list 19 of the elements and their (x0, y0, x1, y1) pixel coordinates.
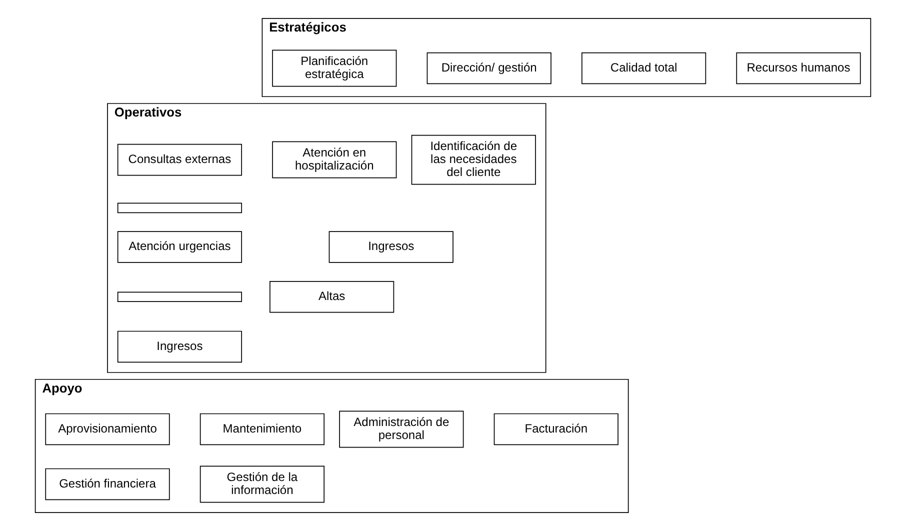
node-box: Ingresos (328, 231, 453, 263)
node-box: Recursos humanos (736, 52, 860, 84)
node-box: Mantenimiento (199, 413, 324, 446)
node-box: Gestión financiera (44, 468, 170, 500)
node-box: Atención urgencias (116, 231, 242, 263)
node-box: Calidad total (580, 52, 706, 84)
node-box: Atención en hospitalización (272, 141, 396, 178)
node-box: Facturación (493, 413, 618, 446)
node-box (116, 202, 242, 214)
node-box: Altas (269, 280, 394, 313)
node-box: Dirección/ gestión (426, 52, 551, 84)
node-box: Consultas externas (116, 144, 242, 176)
node-box: Ingresos (116, 330, 242, 363)
node-box: Aprovisionamiento (44, 413, 170, 446)
node-box (116, 292, 242, 302)
node-box: Planificación estratégica (272, 50, 396, 87)
node-box: Administración de personal (338, 410, 464, 448)
node-box: Identificación de las necesidades del cliente (410, 134, 536, 185)
node-box: Gestión de la información (199, 466, 324, 503)
